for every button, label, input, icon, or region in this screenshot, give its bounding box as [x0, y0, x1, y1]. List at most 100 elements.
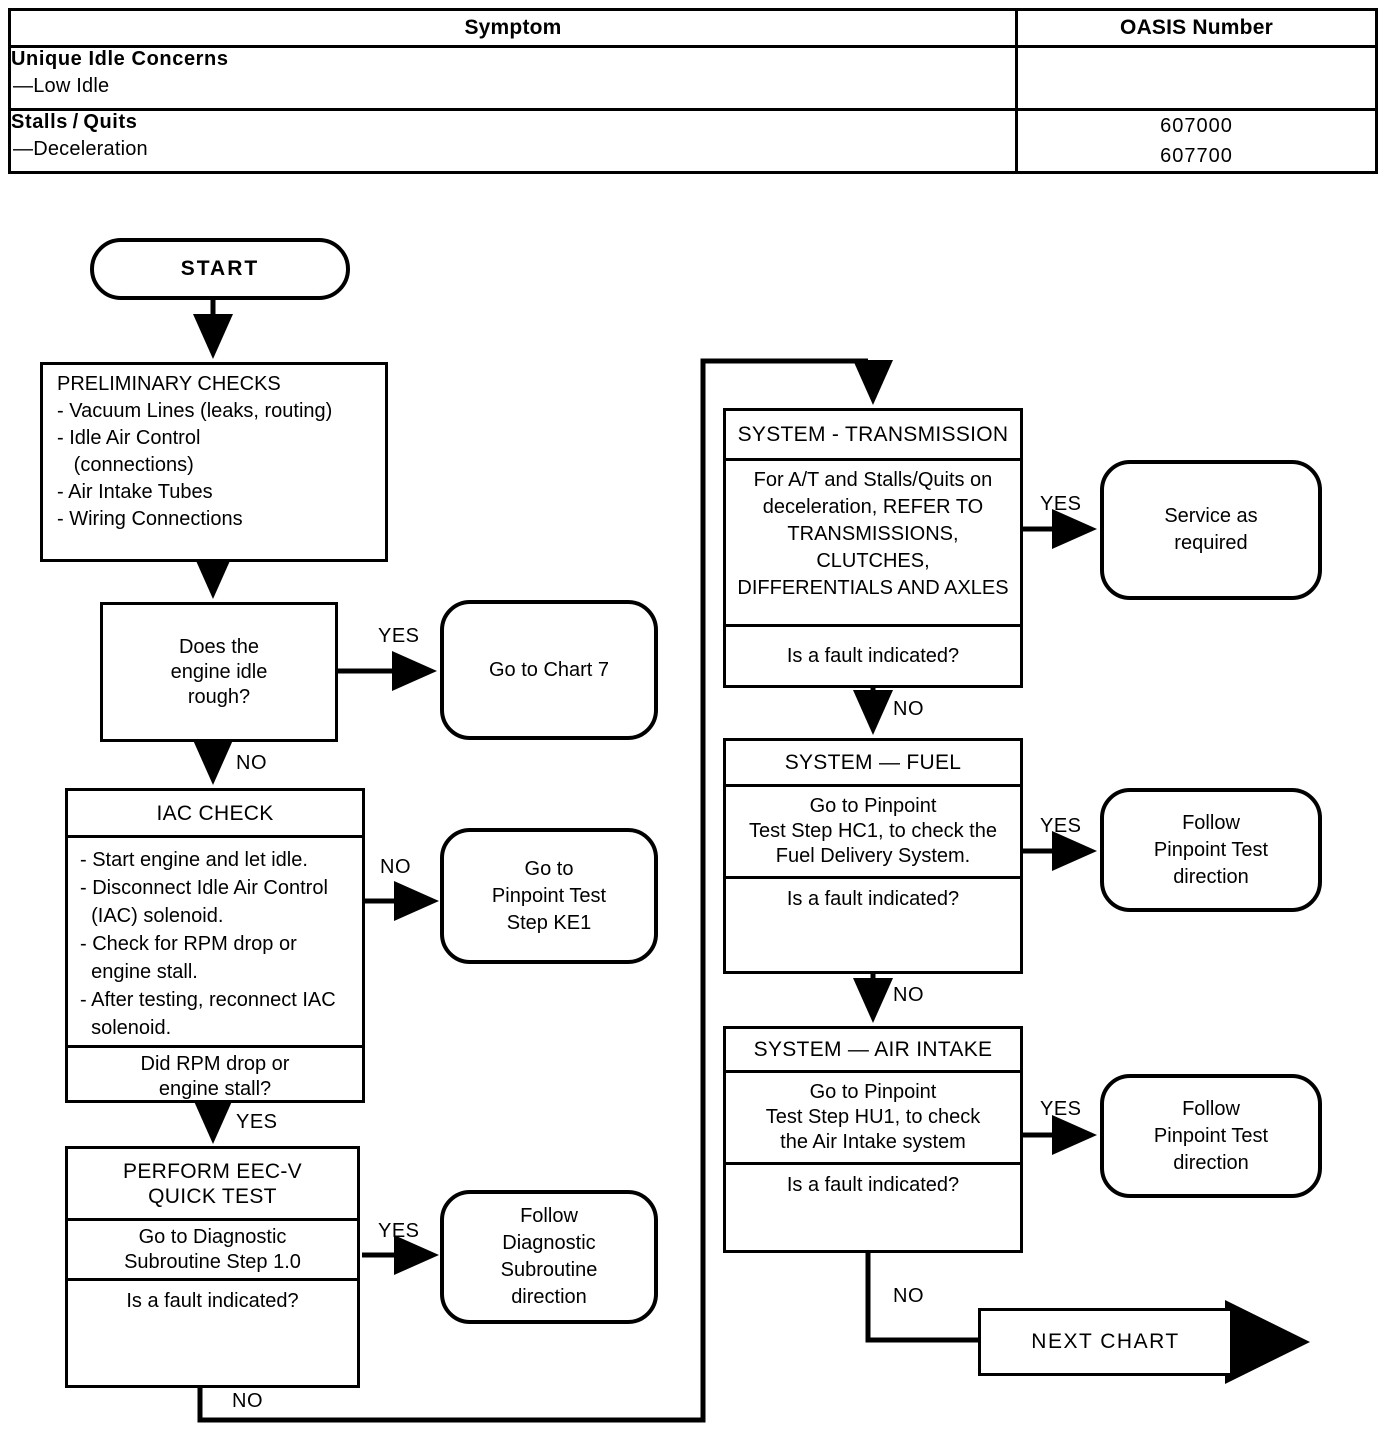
airintake-body-line: Go to Pinpoint: [809, 1081, 937, 1103]
symptom-subitem: —Deceleration: [13, 138, 148, 160]
eecv-question: Is a fault indicated?: [68, 1281, 357, 1385]
preliminary-item: - Wiring Connections: [57, 508, 243, 530]
transmission-question: Is a fault indicated?: [726, 627, 1020, 685]
eecv-title-line: QUICK TEST: [148, 1184, 277, 1208]
preliminary-checks-text: PRELIMINARY CHECKS - Vacuum Lines (leaks…: [43, 365, 385, 533]
idle-rough-line: engine idle: [170, 660, 268, 683]
transmission-header: SYSTEM - TRANSMISSION: [726, 411, 1020, 461]
transmission-body-line: For A/T and Stalls/Quits on: [753, 469, 993, 491]
pinpoint-ke1-text: Go to Pinpoint Test Step KE1: [492, 856, 606, 937]
iac-check-steps: - Start engine and let idle. - Disconnec…: [68, 838, 362, 1048]
table-header-oasis: OASIS Number: [1015, 8, 1378, 48]
pinpoint-ke1-line: Pinpoint Test: [491, 884, 607, 907]
service-as-required-node: Service as required: [1100, 460, 1322, 600]
eecv-no-label: NO: [232, 1390, 263, 1412]
follow-pinpoint-fuel-node: Follow Pinpoint Test direction: [1100, 788, 1322, 912]
iac-check-question: Did RPM drop or engine stall?: [68, 1048, 362, 1106]
table-row: Unique Idle Concerns —Low Idle: [8, 45, 1378, 111]
transmission-question-label: Is a fault indicated?: [786, 644, 960, 667]
iac-step: - Check for RPM drop or: [80, 933, 297, 955]
oasis-number: 607000: [1160, 115, 1233, 137]
fuel-question-label: Is a fault indicated?: [786, 888, 960, 910]
symptom-oasis-table: Symptom OASIS Number Unique Idle Concern…: [8, 8, 1378, 174]
transmission-no-label: NO: [893, 698, 924, 720]
iac-step: - Disconnect Idle Air Control: [80, 877, 328, 899]
table-header-symptom: Symptom: [8, 8, 1018, 48]
system-air-intake-box: SYSTEM — AIR INTAKE Go to Pinpoint Test …: [723, 1026, 1023, 1253]
fuel-question: Is a fault indicated?: [726, 879, 1020, 971]
start-label: START: [180, 257, 260, 280]
follow-pinpoint-line: Follow: [1182, 811, 1240, 834]
eecv-action: Go to Diagnostic Subroutine Step 1.0: [68, 1221, 357, 1281]
airintake-header: SYSTEM — AIR INTAKE: [726, 1029, 1020, 1073]
preliminary-checks-box: PRELIMINARY CHECKS - Vacuum Lines (leaks…: [40, 362, 388, 562]
iac-question-line: engine stall?: [158, 1078, 272, 1100]
preliminary-item: - Idle Air Control: [57, 427, 201, 449]
idle-rough-yes-label: YES: [378, 625, 420, 647]
symptom-cell-unique-idle: Unique Idle Concerns —Low Idle: [8, 45, 1018, 111]
transmission-title: SYSTEM - TRANSMISSION: [737, 423, 1009, 446]
oasis-cell-stalls-quits: 607000 607700: [1015, 108, 1378, 174]
iac-yes-label: YES: [236, 1111, 278, 1133]
eecv-quick-test-box: PERFORM EEC-V QUICK TEST Go to Diagnosti…: [65, 1146, 360, 1388]
service-required-line: Service as: [1164, 505, 1258, 527]
fuel-body: Go to Pinpoint Test Step HC1, to check t…: [726, 787, 1020, 879]
follow-subroutine-node: Follow Diagnostic Subroutine direction: [440, 1190, 658, 1324]
airintake-question: Is a fault indicated?: [726, 1165, 1020, 1250]
preliminary-item: (connections): [57, 454, 194, 476]
symptom-title: Unique Idle Concerns: [11, 48, 229, 70]
pinpoint-ke1-line: Step KE1: [506, 911, 592, 934]
follow-pinpoint-line: Follow: [1182, 1097, 1240, 1120]
iac-step: solenoid.: [80, 1017, 172, 1039]
fuel-body-line: Go to Pinpoint: [809, 795, 937, 817]
next-chart-arrowhead: [1225, 1300, 1310, 1384]
airintake-body-line: the Air Intake system: [780, 1131, 966, 1153]
iac-check-box: IAC CHECK - Start engine and let idle. -…: [65, 788, 365, 1103]
idle-rough-line: Does the: [178, 635, 260, 658]
airintake-body: Go to Pinpoint Test Step HU1, to check t…: [726, 1073, 1020, 1165]
follow-pinpoint-air-node: Follow Pinpoint Test direction: [1100, 1074, 1322, 1198]
iac-no-label: NO: [380, 856, 411, 878]
iac-check-title: IAC CHECK: [156, 801, 274, 825]
idle-rough-no-label: NO: [236, 752, 267, 774]
iac-step: (IAC) solenoid.: [80, 905, 224, 927]
airintake-question-label: Is a fault indicated?: [786, 1174, 960, 1196]
oasis-cell-unique-idle: [1015, 45, 1378, 111]
airintake-no-label: NO: [893, 1285, 924, 1307]
system-fuel-box: SYSTEM — FUEL Go to Pinpoint Test Step H…: [723, 738, 1023, 974]
follow-pinpoint-line: direction: [1173, 1151, 1249, 1174]
next-chart-label: NEXT CHART: [1031, 1330, 1180, 1353]
transmission-body: For A/T and Stalls/Quits on deceleration…: [726, 461, 1020, 627]
iac-step: engine stall.: [80, 961, 198, 983]
fuel-body-line: Test Step HC1, to check the: [749, 820, 997, 842]
transmission-body-line: deceleration, REFER TO: [762, 496, 984, 518]
transmission-body-line: TRANSMISSIONS, CLUTCHES,: [787, 523, 959, 572]
follow-pinpoint-line: Pinpoint Test: [1153, 1124, 1269, 1147]
eecv-action-line: Go to Diagnostic: [138, 1225, 287, 1248]
go-to-chart7-label: Go to Chart 7: [488, 658, 610, 681]
symptom-subitem: —Low Idle: [13, 75, 110, 97]
fuel-title: SYSTEM — FUEL: [784, 751, 962, 774]
eecv-action-line: Subroutine Step 1.0: [124, 1250, 301, 1273]
iac-step: - After testing, reconnect IAC: [80, 989, 336, 1011]
symptom-title: Stalls / Quits: [11, 111, 138, 133]
iac-check-header: IAC CHECK: [68, 791, 362, 838]
iac-step: - Start engine and let idle.: [80, 849, 308, 871]
eecv-header: PERFORM EEC-V QUICK TEST: [68, 1149, 357, 1221]
next-chart-node: NEXT CHART: [978, 1308, 1233, 1376]
airintake-yes-label: YES: [1040, 1098, 1082, 1120]
follow-pinpoint-line: direction: [1173, 865, 1249, 888]
idle-rough-text: Does the engine idle rough?: [171, 635, 268, 710]
idle-rough-decision-box: Does the engine idle rough?: [100, 602, 338, 742]
service-required-line: required: [1174, 532, 1248, 554]
preliminary-item: - Vacuum Lines (leaks, routing): [57, 400, 333, 422]
follow-subroutine-text: Follow Diagnostic Subroutine direction: [501, 1203, 598, 1311]
fuel-yes-label: YES: [1040, 815, 1082, 837]
iac-question-line: Did RPM drop or: [140, 1053, 290, 1075]
service-required-text: Service as required: [1164, 503, 1257, 557]
start-node: START: [90, 238, 350, 300]
pinpoint-ke1-node: Go to Pinpoint Test Step KE1: [440, 828, 658, 964]
follow-subroutine-line: direction: [511, 1286, 587, 1308]
fuel-body-line: Fuel Delivery System.: [775, 845, 971, 867]
eecv-yes-label: YES: [378, 1220, 420, 1242]
